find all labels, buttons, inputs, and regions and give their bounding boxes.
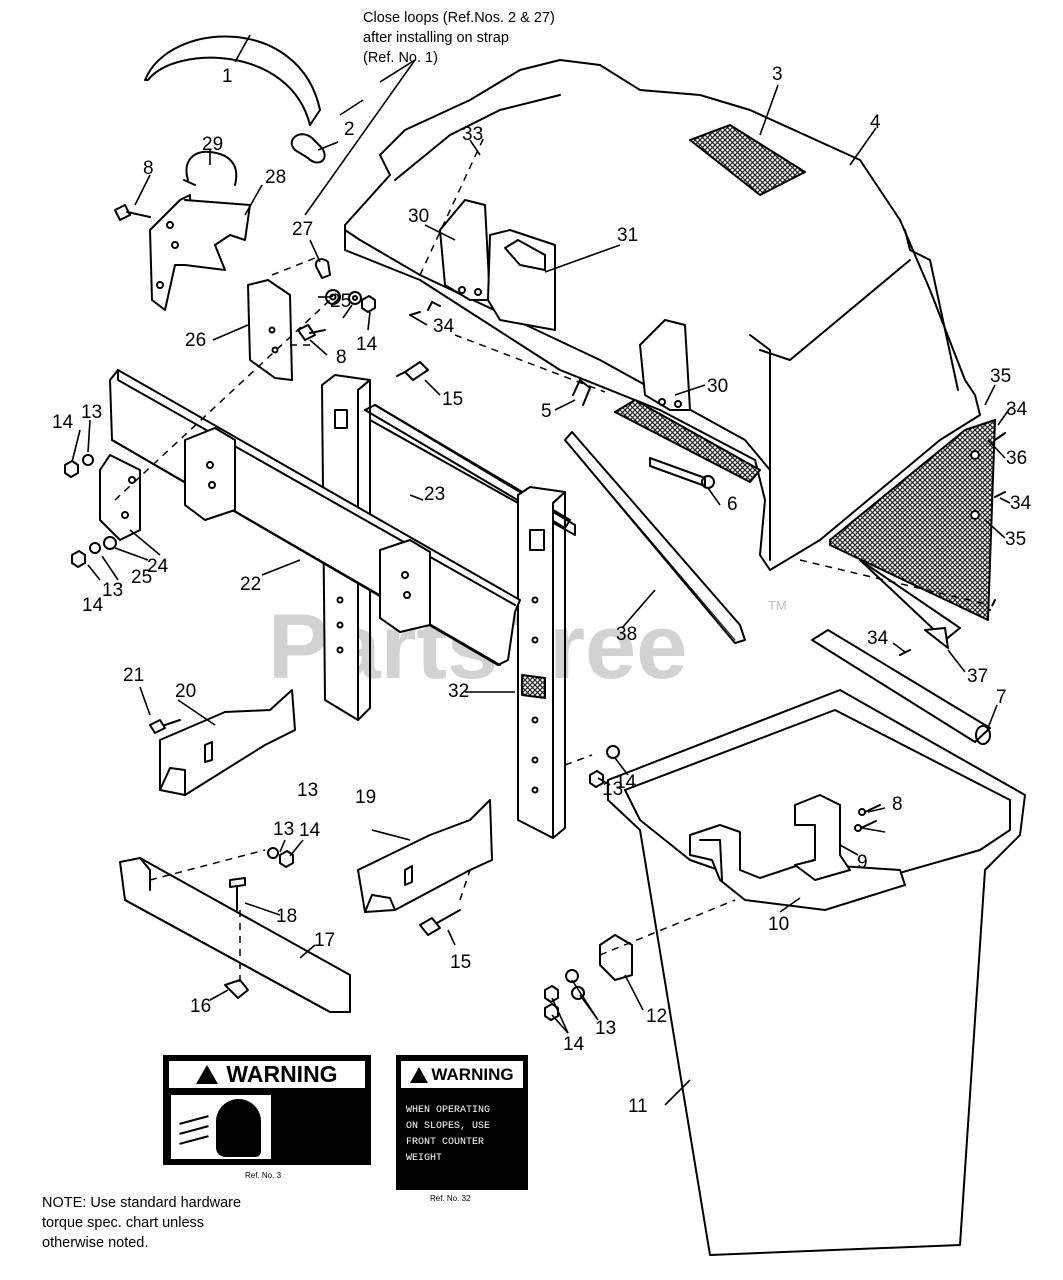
- callout-36: 36: [1006, 448, 1027, 469]
- note-line: (Ref. No. 1): [363, 50, 438, 66]
- note-line: Close loops (Ref.Nos. 2 & 27): [363, 10, 555, 26]
- callout-25: 25: [131, 567, 152, 588]
- callout-35: 35: [990, 366, 1011, 387]
- warning-triangle-icon: [196, 1065, 219, 1084]
- callout-29: 29: [202, 134, 223, 155]
- latch: [599, 934, 633, 981]
- callout-8: 8: [143, 158, 154, 179]
- callout-6: 6: [727, 494, 738, 515]
- callout-2: 2: [344, 119, 355, 140]
- latch-plate: [487, 229, 556, 331]
- callout-27: 27: [292, 219, 313, 240]
- callout-28: 28: [265, 167, 286, 188]
- callout-19: 19: [355, 787, 376, 808]
- warning-decal-right: WARNING WHEN OPERATING ON SLOPES, USE FR…: [396, 1055, 528, 1190]
- decal-header: WARNING: [401, 1061, 523, 1088]
- callout-31: 31: [617, 225, 638, 246]
- callout-34: 34: [867, 628, 889, 649]
- vent-grill: [689, 124, 806, 196]
- callout-9: 9: [857, 852, 868, 873]
- callout-14: 14: [356, 334, 378, 355]
- callout-3: 3: [772, 64, 783, 85]
- callout-24: 24: [147, 556, 169, 577]
- decal-caption-right: Ref. No. 32: [430, 1194, 471, 1203]
- callout-37: 37: [967, 666, 988, 687]
- callout-12: 12: [646, 1006, 667, 1027]
- callout-14: 14: [615, 772, 637, 793]
- callout-1: 1: [222, 66, 233, 87]
- note-line: NOTE: Use standard hardware: [42, 1195, 242, 1211]
- callout-33: 33: [462, 124, 483, 145]
- strap: [144, 35, 321, 126]
- callout-14: 14: [82, 595, 104, 616]
- decal-caption-left: Ref. No. 3: [245, 1171, 282, 1180]
- callout-21: 21: [123, 665, 144, 686]
- callout-8: 8: [336, 347, 347, 368]
- watermark-tm: TM: [768, 598, 787, 613]
- callout-10: 10: [768, 914, 789, 935]
- callout-13: 13: [273, 819, 294, 840]
- callout-11: 11: [628, 1096, 648, 1117]
- decal-line: ON SLOPES, USE: [406, 1121, 491, 1132]
- note-line: torque spec. chart unless: [42, 1215, 205, 1231]
- callout-30: 30: [707, 376, 728, 397]
- decal-line: WEIGHT: [406, 1153, 443, 1164]
- support-rod: [811, 629, 991, 743]
- bolt: [114, 204, 151, 221]
- head-hazard-icon: [171, 1095, 271, 1159]
- decal-title: WARNING: [431, 1064, 514, 1084]
- warning-decal-left: WARNING: [163, 1055, 371, 1165]
- decal-line: FRONT COUNTER: [406, 1137, 485, 1148]
- callout-22: 22: [240, 574, 261, 595]
- callout-8: 8: [892, 794, 903, 815]
- callout-13: 13: [297, 780, 318, 801]
- callout-4: 4: [870, 112, 881, 133]
- decal-title: WARNING: [226, 1061, 338, 1087]
- loop-clip: [290, 133, 326, 164]
- callout-13: 13: [102, 580, 123, 601]
- callout-34: 34: [1006, 399, 1028, 420]
- decal-header: WARNING: [169, 1061, 365, 1088]
- installation-note: Close loops (Ref.Nos. 2 & 27) after inst…: [363, 8, 623, 68]
- callout-15: 15: [450, 952, 471, 973]
- side-bracket: [99, 454, 141, 541]
- frame-bracket-19: [357, 799, 493, 913]
- callout-20: 20: [175, 681, 196, 702]
- callout-32: 32: [448, 681, 469, 702]
- note-line: after installing on strap: [363, 30, 509, 46]
- callout-23: 23: [424, 484, 445, 505]
- callout-14: 14: [299, 820, 321, 841]
- callout-34: 34: [433, 316, 455, 337]
- callout-35: 35: [1005, 529, 1026, 550]
- callout-38: 38: [616, 624, 637, 645]
- frame-bracket-20: [159, 689, 296, 796]
- callout-30: 30: [408, 206, 429, 227]
- torque-note: NOTE: Use standard hardware torque spec.…: [42, 1193, 302, 1253]
- callout-7: 7: [996, 687, 1007, 708]
- catcher-hood: [344, 59, 981, 571]
- callout-13: 13: [595, 1018, 616, 1039]
- decal-message: WHEN OPERATING ON SLOPES, USE FRONT COUN…: [406, 1103, 490, 1167]
- callout-25: 25: [330, 291, 351, 312]
- decal-line: WHEN OPERATING: [406, 1105, 491, 1116]
- callout-18: 18: [276, 906, 297, 927]
- warning-triangle-icon: [410, 1066, 429, 1083]
- callout-13: 13: [602, 779, 623, 800]
- channel-rail: [564, 431, 746, 644]
- callout-14: 14: [563, 1034, 585, 1055]
- callout-14: 14: [52, 412, 74, 433]
- mesh-screen: [829, 419, 996, 621]
- callout-34: 34: [1010, 493, 1032, 514]
- callout-17: 17: [314, 930, 335, 951]
- note-line: otherwise noted.: [42, 1235, 149, 1251]
- callout-16: 16: [190, 996, 211, 1017]
- callout-26: 26: [185, 330, 206, 351]
- bag-bracket: [794, 794, 851, 881]
- callout-13: 13: [81, 402, 102, 423]
- callout-15: 15: [442, 389, 463, 410]
- callout-5: 5: [541, 401, 552, 422]
